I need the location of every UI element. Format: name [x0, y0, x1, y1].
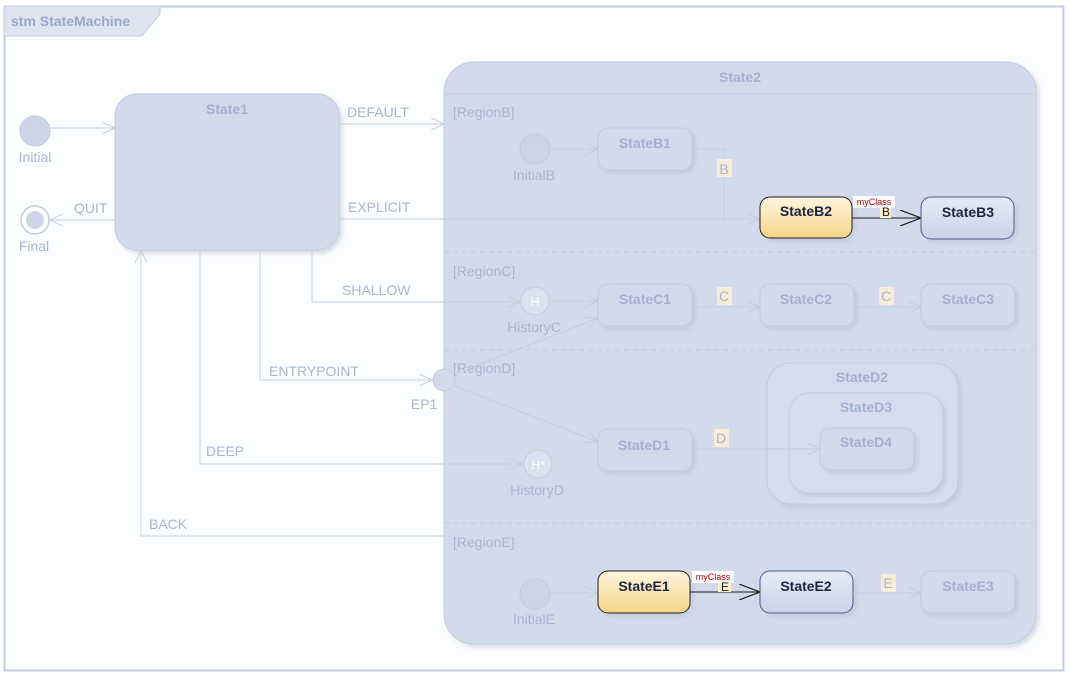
- state-b2-label: StateB2: [780, 203, 832, 219]
- stereotype-e-bg: [692, 571, 734, 583]
- edge-back[interactable]: [141, 250, 444, 537]
- edge-c2-c3-label: C: [881, 288, 891, 304]
- edge-b1-b2[interactable]: [692, 148, 725, 219]
- edge-b2-b3-label-bg: [880, 208, 891, 218]
- history-c-node[interactable]: H HistoryC: [507, 286, 561, 335]
- initial-b-label: InitialB: [513, 167, 555, 183]
- state-d2-label: StateD2: [836, 369, 888, 385]
- initial-e-label: InitialE: [513, 611, 555, 627]
- state-e3[interactable]: StateE3: [920, 570, 1016, 614]
- edge-c1-c2-label-bg: [717, 287, 732, 305]
- state-e1-label: StateE1: [618, 578, 670, 594]
- edge-b1-b2-label-bg: [717, 159, 732, 177]
- history-d-node[interactable]: H* HistoryD: [510, 449, 564, 498]
- state-b3[interactable]: StateB3: [920, 196, 1015, 240]
- edge-c1-c2-label: C: [719, 288, 729, 304]
- edge-e2-e3-label: E: [883, 575, 892, 591]
- state-c3-label: StateC3: [942, 291, 994, 307]
- state1[interactable]: State1: [114, 93, 340, 251]
- history-d-symbol: H*: [531, 458, 545, 472]
- ep1-label: EP1: [411, 396, 438, 412]
- edge-explicit-label: EXPLICIT: [348, 199, 411, 215]
- history-d-label: HistoryD: [510, 482, 564, 498]
- edge-b2-b3-label: B: [882, 205, 890, 219]
- region-b-label: [RegionB]: [453, 104, 514, 120]
- history-c-symbol: H: [530, 294, 539, 309]
- entry-point-ep1[interactable]: EP1: [411, 368, 456, 412]
- state-d4[interactable]: StateD4: [819, 427, 915, 471]
- state-d1[interactable]: StateD1: [597, 428, 693, 472]
- edge-d1-d4-label-bg: [714, 429, 729, 447]
- stereotype-b-bg: [853, 196, 895, 208]
- region-e-label: [RegionE]: [453, 534, 514, 550]
- state-b1-label: StateB1: [619, 135, 671, 151]
- edge-default-label: DEFAULT: [347, 104, 409, 120]
- edge-b1-b2-label: B: [719, 161, 728, 177]
- edge-c2-c3-label-bg: [879, 287, 894, 305]
- edge-shallow[interactable]: [311, 250, 520, 302]
- initial-label: Initial: [19, 149, 52, 165]
- state-c3[interactable]: StateC3: [920, 283, 1016, 327]
- edge-e1-e2-label: E: [721, 580, 729, 594]
- edge-entrypoint[interactable]: [259, 250, 432, 380]
- state-e3-label: StateE3: [942, 578, 994, 594]
- state-e2-label: StateE2: [780, 578, 832, 594]
- state-b1[interactable]: StateB1: [597, 127, 693, 171]
- edge-deep[interactable]: [199, 250, 523, 464]
- state-b3-label: StateB3: [942, 204, 994, 220]
- region-c-label: [RegionC]: [453, 263, 515, 279]
- edge-back-label: BACK: [149, 516, 188, 532]
- state-b2[interactable]: StateB2: [759, 196, 853, 239]
- state-d1-label: StateD1: [618, 437, 670, 453]
- initial-node[interactable]: Initial: [19, 115, 52, 165]
- state-c2-label: StateC2: [780, 291, 832, 307]
- frame-tab: [3, 5, 161, 37]
- final-label: Final: [19, 238, 49, 254]
- region-d-label: [RegionD]: [453, 360, 515, 376]
- edge-entrypoint-label: ENTRYPOINT: [269, 363, 359, 379]
- edge-e2-e3-label-bg: [881, 574, 896, 592]
- state-c2[interactable]: StateC2: [759, 283, 855, 327]
- edge-deep-label: DEEP: [206, 443, 244, 459]
- state-c1[interactable]: StateC1: [597, 283, 693, 327]
- state-e2[interactable]: StateE2: [759, 570, 854, 614]
- history-c-label: HistoryC: [507, 319, 561, 335]
- stereotype-e: myClass: [696, 572, 731, 582]
- edge-e1-e2-label-bg: [718, 583, 731, 592]
- edge-d1-d4-label: D: [716, 430, 726, 446]
- edge-shallow-label: SHALLOW: [342, 282, 411, 298]
- frame-label: stm StateMachine: [11, 13, 130, 29]
- state2-label: State2: [719, 69, 761, 85]
- state-d3-label: StateD3: [840, 399, 892, 415]
- edge-ep1-c1[interactable]: [454, 318, 598, 375]
- state1-label: State1: [206, 101, 248, 117]
- state-c1-label: StateC1: [619, 291, 671, 307]
- state-e1[interactable]: StateE1: [597, 570, 691, 614]
- state-d4-label: StateD4: [840, 434, 892, 450]
- edge-ep1-d1[interactable]: [454, 385, 598, 442]
- edge-quit-label: QUIT: [74, 200, 108, 216]
- initial-e-node[interactable]: InitialE: [513, 578, 555, 627]
- initial-b-node[interactable]: InitialB: [513, 133, 555, 183]
- stereotype-b: myClass: [857, 197, 892, 207]
